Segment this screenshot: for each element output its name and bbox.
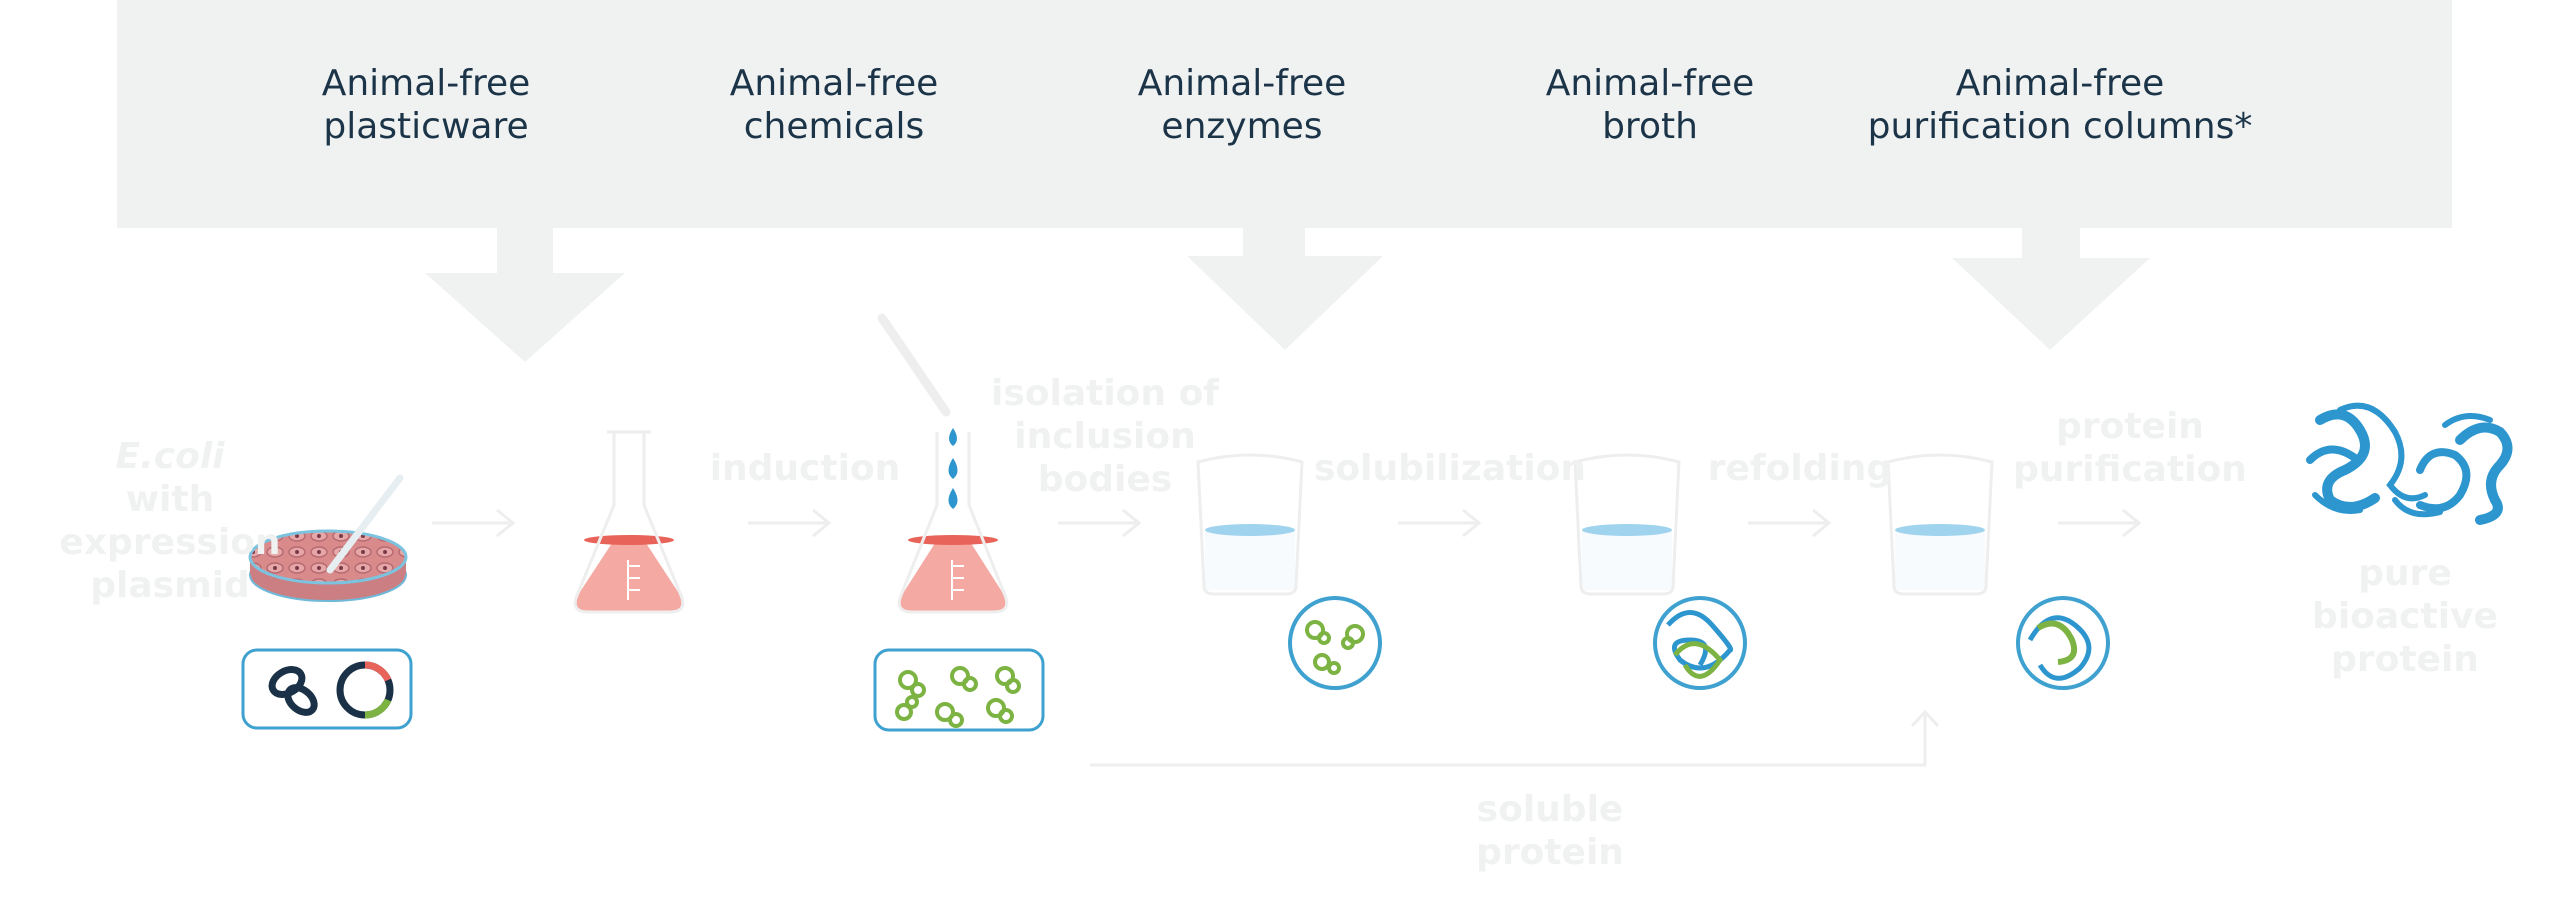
- label-purification-line1: protein: [2056, 406, 2204, 447]
- supply-chemicals: Animal-free chemicals: [644, 62, 1024, 148]
- supply-plasticware-line1: Animal-free: [321, 63, 531, 104]
- label-isolation-line2: inclusion: [1014, 416, 1196, 457]
- flask-induction-icon: [573, 430, 685, 614]
- label-isolation-line1: isolation of: [991, 373, 1219, 414]
- supply-columns-line2: purification columns*: [1867, 106, 2253, 147]
- supply-plasticware-line2: plasticware: [323, 106, 529, 147]
- supply-enzymes-line1: Animal-free: [1137, 63, 1347, 104]
- label-purification-line2: purification: [2013, 449, 2247, 490]
- label-start: E.coli with expression plasmid: [50, 435, 290, 607]
- supply-columns-line1: Animal-free: [1955, 63, 2165, 104]
- supply-plasticware: Animal-free plasticware: [236, 62, 616, 148]
- label-result-line2: protein: [2331, 639, 2479, 680]
- inclusion-body-clusters-icon: [895, 666, 1021, 728]
- down-arrow-columns-icon: [1952, 228, 2150, 350]
- droplets-icon: [948, 428, 958, 509]
- supply-broth: Animal-free broth: [1460, 62, 1840, 148]
- step-arrow-1-icon: [432, 508, 516, 538]
- label-solubilization: solubilization: [1313, 448, 1587, 489]
- beaker-purification-icon: [1886, 453, 1994, 596]
- label-soluble-protein: soluble protein: [1476, 789, 1624, 873]
- label-result: pure bioactive protein: [2270, 552, 2540, 681]
- bacteria-icon: [268, 666, 318, 716]
- label-refolding: refolding: [1707, 448, 1893, 489]
- supply-chemicals-line1: Animal-free: [729, 63, 939, 104]
- pipette-icon: [877, 313, 951, 417]
- step-arrow-4-icon: [1398, 508, 1482, 538]
- supplies-banner: [117, 0, 2452, 228]
- beaker-solubilization-icon: [1196, 453, 1304, 596]
- supply-enzymes-line2: enzymes: [1161, 106, 1323, 147]
- plasmid-box: [241, 648, 413, 730]
- purified-protein-circle: [2016, 596, 2110, 690]
- step-arrow-6-icon: [2058, 508, 2142, 538]
- inclusion-bodies-box: [873, 648, 1045, 732]
- label-start-rest: with: [125, 479, 215, 520]
- supply-purification-columns: Animal-free purification columns*: [1840, 62, 2280, 148]
- refolding-protein-circle: [1653, 596, 1747, 690]
- down-arrow-enzymes-icon: [1187, 228, 1383, 350]
- step-arrows: [432, 508, 2142, 538]
- label-isolation-line3: bodies: [1037, 459, 1173, 500]
- beaker-refolding-icon: [1573, 453, 1681, 596]
- label-start-italic: E.coli: [115, 436, 225, 477]
- supply-enzymes: Animal-free enzymes: [1052, 62, 1432, 148]
- bioactive-protein-icon: [2306, 402, 2513, 525]
- label-start-line3: plasmid: [90, 565, 250, 606]
- supply-broth-line1: Animal-free: [1545, 63, 1755, 104]
- label-start-line2: expression: [59, 522, 281, 563]
- solubilized-protein-circle: [1288, 596, 1382, 690]
- soluble-protein-arrow-icon: [1090, 709, 1940, 767]
- flask-isolation-icon: [897, 432, 1009, 614]
- down-arrow-plasticware-icon: [425, 228, 625, 362]
- step-arrow-2-icon: [748, 508, 832, 538]
- label-isolation: isolation of inclusion bodies: [980, 372, 1230, 501]
- petri-dish-icon: [248, 474, 408, 602]
- plasmid-ring-icon: [336, 661, 394, 719]
- label-result-line1: pure bioactive: [2312, 553, 2498, 637]
- step-arrow-3-icon: [1058, 508, 1142, 538]
- label-purification: protein purification: [2000, 405, 2260, 491]
- supply-broth-line2: broth: [1602, 106, 1698, 147]
- supply-chemicals-line2: chemicals: [743, 106, 925, 147]
- label-induction: induction: [709, 448, 901, 489]
- step-arrow-5-icon: [1748, 508, 1832, 538]
